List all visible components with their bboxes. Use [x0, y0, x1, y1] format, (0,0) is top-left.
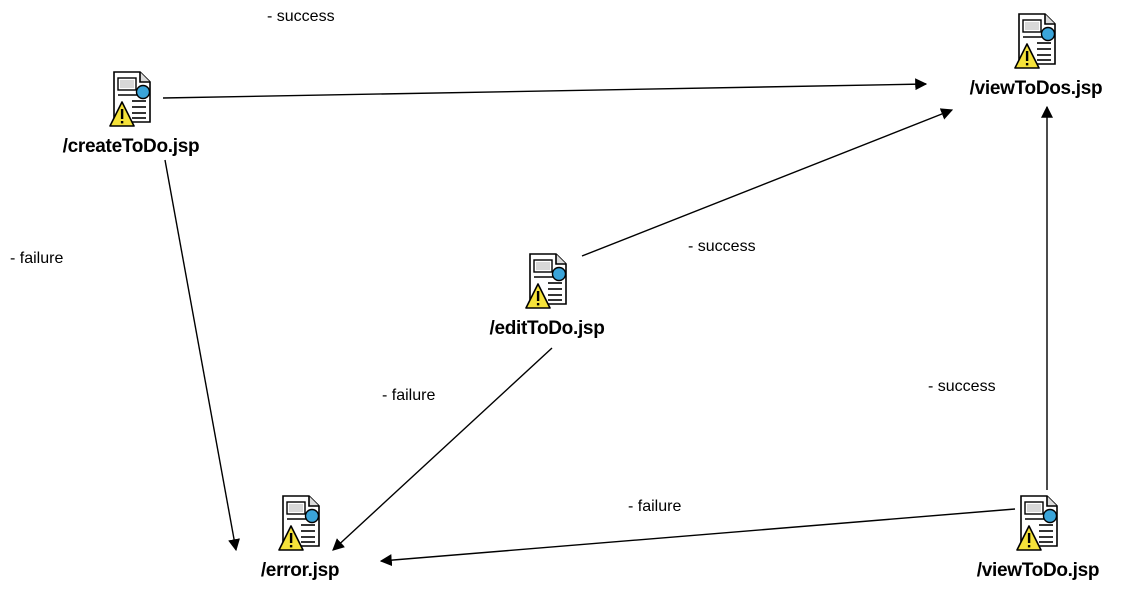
- edge-label-edit-error: - failure: [382, 387, 436, 404]
- edge-edit-error[interactable]: [332, 347, 553, 551]
- edge-edit-viewall[interactable]: [581, 108, 954, 257]
- node-error[interactable]: /error.jsp: [240, 494, 360, 582]
- edge-label-view-error: - failure: [628, 498, 682, 515]
- node-label: /error.jsp: [260, 560, 340, 581]
- jsp-page-warning-icon: [524, 252, 570, 312]
- node-label: /editToDo.jsp: [489, 318, 605, 339]
- node-edittodo[interactable]: /editToDo.jsp: [467, 252, 627, 340]
- jsp-page-warning-icon: [1013, 12, 1059, 72]
- node-label: /viewToDo.jsp: [976, 560, 1100, 581]
- edge-label-edit-viewall: - success: [688, 238, 756, 255]
- jsp-page-warning-icon: [108, 70, 154, 130]
- edge-view-error[interactable]: [379, 508, 1016, 567]
- edge-label-create-viewall: - success: [267, 8, 335, 25]
- edge-label-view-viewall: - success: [928, 378, 996, 395]
- node-viewtodos[interactable]: /viewToDos.jsp: [945, 12, 1127, 100]
- edge-label-create-error: - failure: [10, 250, 64, 267]
- edge-create-viewall[interactable]: [162, 78, 928, 99]
- jsp-page-warning-icon: [277, 494, 323, 554]
- node-createtodo[interactable]: /createToDo.jsp: [40, 70, 222, 158]
- jsp-page-warning-icon: [1015, 494, 1061, 554]
- edge-create-error[interactable]: [164, 159, 240, 552]
- node-label: /viewToDos.jsp: [969, 78, 1103, 99]
- node-label: /createToDo.jsp: [62, 136, 200, 157]
- node-viewtodo[interactable]: /viewToDo.jsp: [954, 494, 1122, 582]
